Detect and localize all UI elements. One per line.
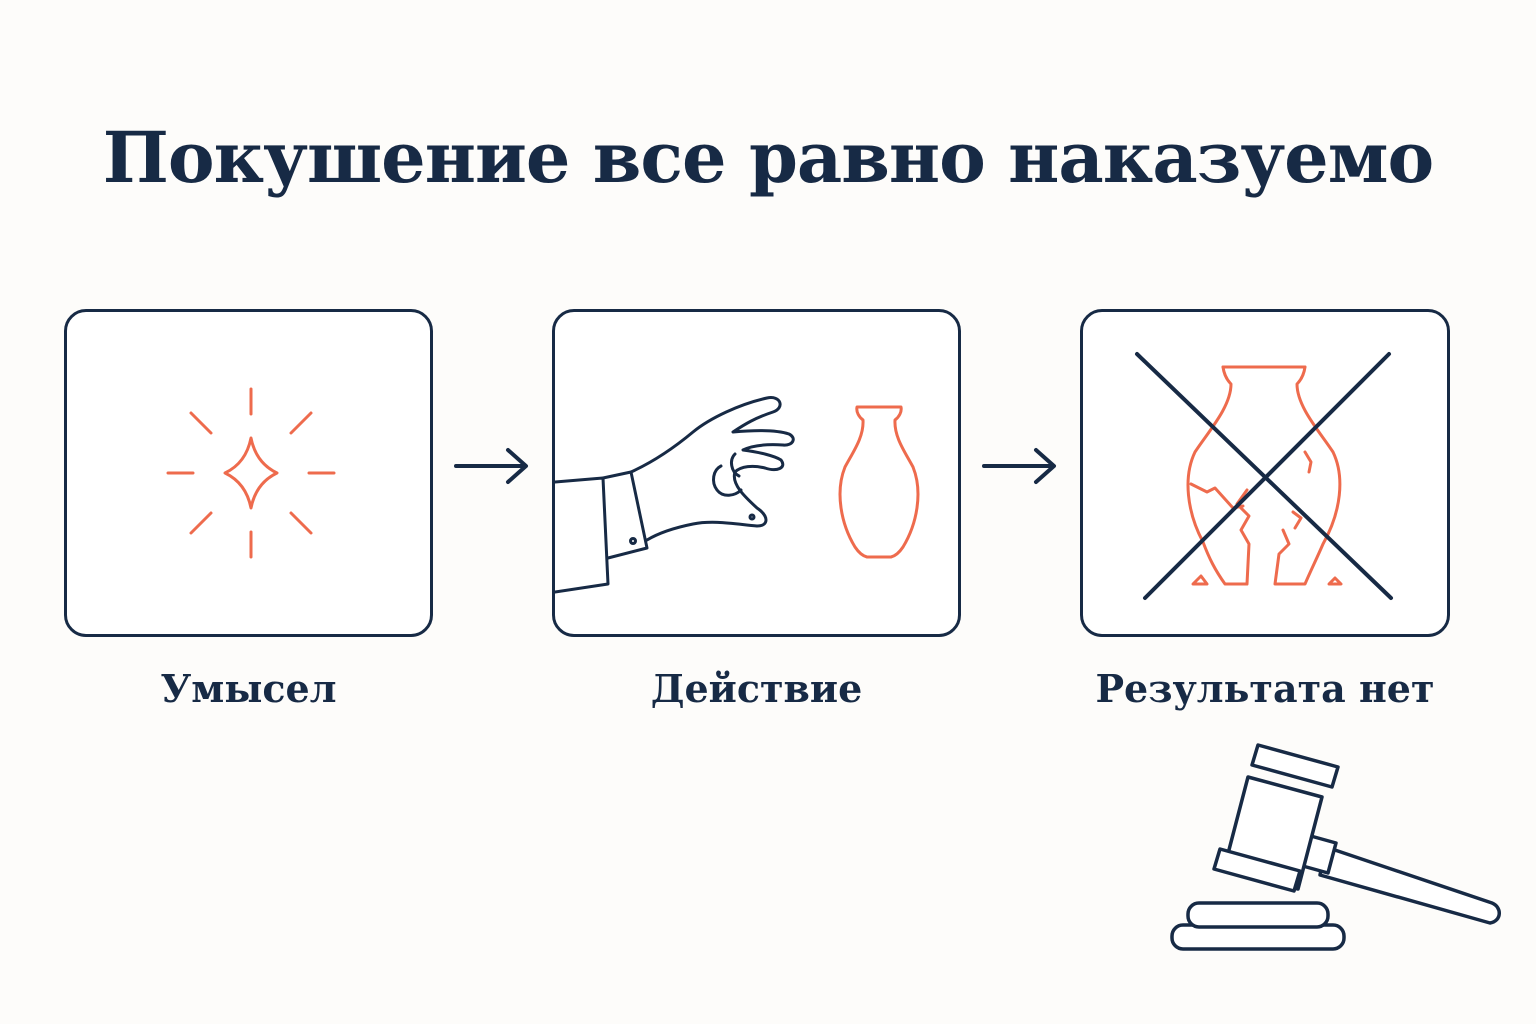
step-label-no-result: Результата нет [1095, 666, 1435, 711]
step-label-intent: Умысел [160, 666, 337, 711]
step-panel-action [552, 309, 961, 637]
step-panel-no-result [1080, 309, 1450, 637]
step-label-action: Действие [650, 666, 863, 711]
page-title: Покушение все равно наказуемо [102, 116, 1434, 199]
step-panel-intent [64, 309, 433, 637]
hand-reaching-vase-icon [555, 396, 920, 594]
gavel-icon [1170, 743, 1501, 951]
arrow-right-icon [982, 448, 1056, 484]
broken-vase-crossed-icon [1135, 352, 1393, 600]
arrow-right-icon [454, 448, 528, 484]
sparkle-icon [166, 387, 336, 559]
